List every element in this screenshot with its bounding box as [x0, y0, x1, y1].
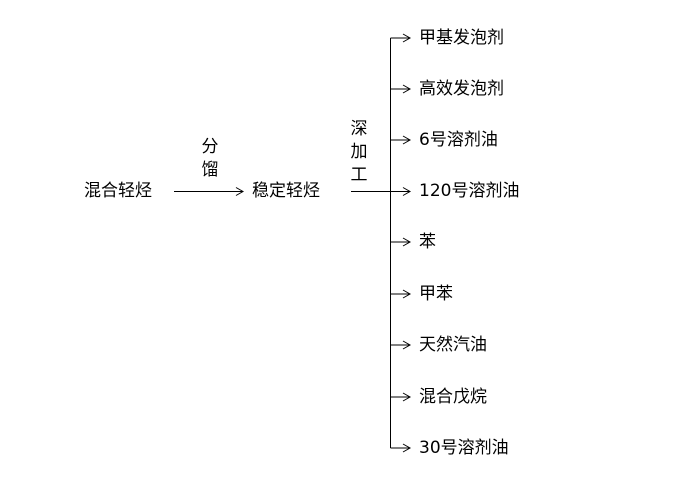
step2-label: 深 加 工: [349, 118, 369, 187]
product-6: 甲苯: [419, 284, 453, 304]
product-arrowhead-1: [402, 33, 412, 43]
product-arrowhead-7: [402, 340, 412, 350]
product-arrowhead-8: [402, 392, 412, 402]
step1-char-2: 馏: [201, 160, 219, 180]
product-arrowhead-5: [402, 237, 412, 247]
product-5: 苯: [419, 232, 436, 252]
product-arrowhead-4: [402, 187, 412, 196]
step2-char-2: 加: [350, 142, 368, 162]
intermediate-node: 稳定轻烃: [252, 181, 320, 201]
product-8: 混合戊烷: [419, 387, 487, 407]
product-9: 30号溶剂油: [419, 438, 509, 458]
product-2: 高效发泡剂: [419, 79, 504, 99]
product-7: 天然汽油: [419, 335, 487, 355]
product-3: 6号溶剂油: [419, 130, 498, 150]
step2-char-1: 深: [350, 119, 368, 139]
product-arrowhead-3: [402, 135, 412, 145]
step1-char-1: 分: [201, 137, 219, 157]
fractionation-arrowhead: [235, 187, 245, 196]
product-arrowhead-6: [402, 289, 412, 299]
source-node: 混合轻烃: [84, 181, 152, 201]
product-1: 甲基发泡剂: [419, 28, 504, 48]
product-4: 120号溶剂油: [419, 181, 520, 201]
step2-char-3: 工: [350, 165, 368, 185]
product-arrowhead-9: [402, 443, 412, 453]
step1-label: 分 馏: [200, 136, 220, 182]
product-arrowhead-2: [402, 84, 412, 94]
